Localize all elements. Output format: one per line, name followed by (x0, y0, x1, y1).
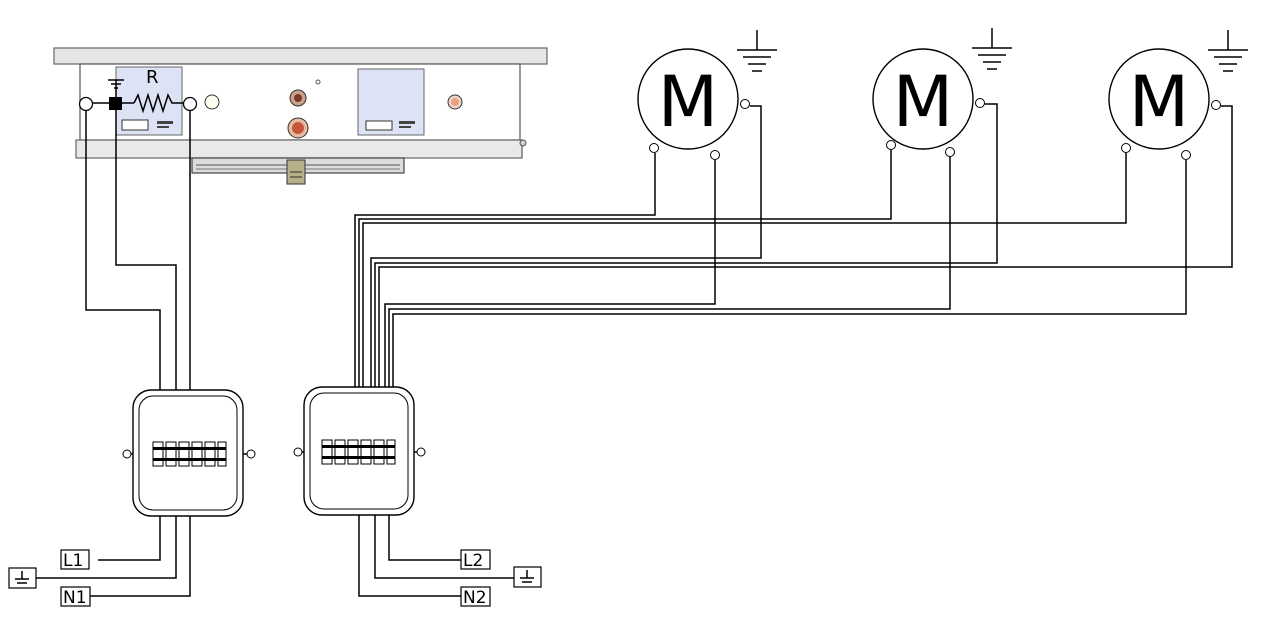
terminal-l2: L2 (460, 549, 491, 571)
motor-1: M (637, 30, 777, 160)
resistor-label: R (146, 67, 159, 88)
motor-1-symbol: M (658, 61, 718, 143)
terminal-ground (109, 97, 122, 110)
ground-icon (737, 30, 777, 72)
ground-icon (513, 566, 542, 588)
svg-text:L1: L1 (63, 551, 83, 571)
svg-text:N2: N2 (463, 588, 487, 608)
svg-text:L2: L2 (463, 551, 483, 571)
motor-wiring (354, 103, 1233, 597)
control-unit (53, 47, 548, 185)
left-wiring (36, 110, 191, 597)
terminal-l1: L1 (60, 549, 90, 571)
terminal-n1: N1 (60, 586, 91, 608)
terminal-left (78, 96, 94, 112)
ground-icon (8, 567, 37, 589)
junction-box-icon (293, 386, 426, 516)
motor-3: M (1108, 30, 1248, 160)
junction-box-icon (122, 389, 256, 517)
terminal-n2: N2 (460, 586, 491, 608)
motor-2-symbol: M (893, 61, 953, 143)
ground-icon (972, 28, 1012, 70)
motor-3-symbol: M (1129, 61, 1189, 143)
resistor-icon: R (78, 67, 198, 114)
svg-text:N1: N1 (63, 588, 87, 608)
terminal-right (182, 96, 198, 112)
ground-icon (1208, 30, 1248, 72)
motor-2: M (872, 28, 1012, 157)
